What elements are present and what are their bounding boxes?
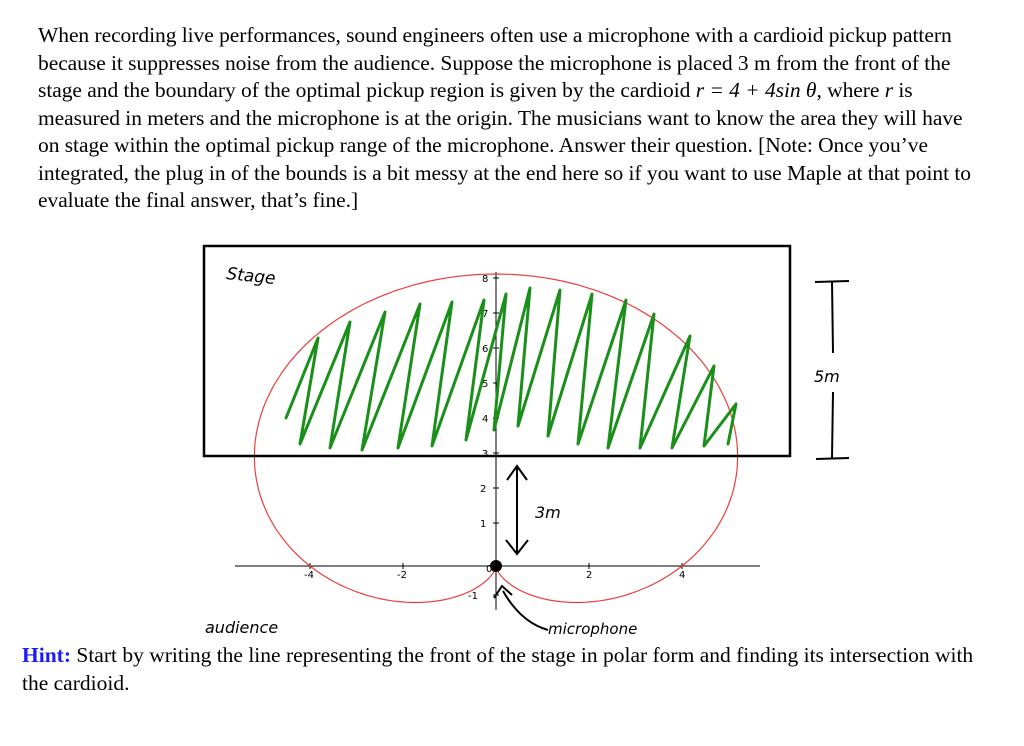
- y-tick-label: 2: [480, 484, 486, 495]
- five-meter-label: 5m: [814, 367, 840, 386]
- variable-r: r: [884, 78, 894, 102]
- y-tick-label: -1: [468, 591, 478, 602]
- problem-statement: When recording live performances, sound …: [38, 22, 988, 215]
- microphone-pointer-head: [493, 584, 513, 599]
- problem-text-1: When recording live performances, sound …: [38, 23, 952, 102]
- x-tick-label: -4: [304, 570, 314, 581]
- problem-text-3: is measured in meters and the microphone…: [38, 78, 971, 212]
- audience-label: audience: [205, 618, 278, 637]
- stage-rectangle: [202, 244, 792, 458]
- microphone-dot: [490, 560, 502, 572]
- y-tick-label: 3: [482, 449, 488, 460]
- x-tick-label: 0: [486, 564, 492, 575]
- y-tick-label: 8: [482, 274, 488, 285]
- x-tick-label: 2: [586, 570, 592, 581]
- problem-text-2: , where: [816, 78, 885, 102]
- hint-text: Start by writing the line representing t…: [22, 643, 974, 695]
- y-tick-label: 1: [480, 519, 486, 530]
- stage-pickup-shading: [284, 286, 738, 452]
- stage-label: Stage: [225, 264, 276, 289]
- three-meter-arrow: [505, 464, 529, 556]
- y-tick-label: 6: [482, 344, 488, 355]
- cardioid-curve: [253, 273, 739, 604]
- microphone-pointer-arrow: [502, 590, 549, 631]
- five-meter-bracket: [814, 280, 850, 460]
- y-tick-label: 7: [482, 309, 488, 320]
- cardioid-equation: r = 4 + 4sin θ: [695, 78, 817, 102]
- hint: Hint: Start by writing the line represen…: [22, 642, 1002, 697]
- x-tick-label: -2: [397, 570, 407, 581]
- hint-label: Hint:: [22, 643, 71, 667]
- y-tick-label: 5: [482, 379, 488, 390]
- three-meter-label: 3m: [535, 503, 561, 522]
- microphone-label: microphone: [548, 620, 637, 638]
- y-tick-label: 4: [482, 414, 488, 425]
- x-tick-label: 4: [679, 570, 685, 581]
